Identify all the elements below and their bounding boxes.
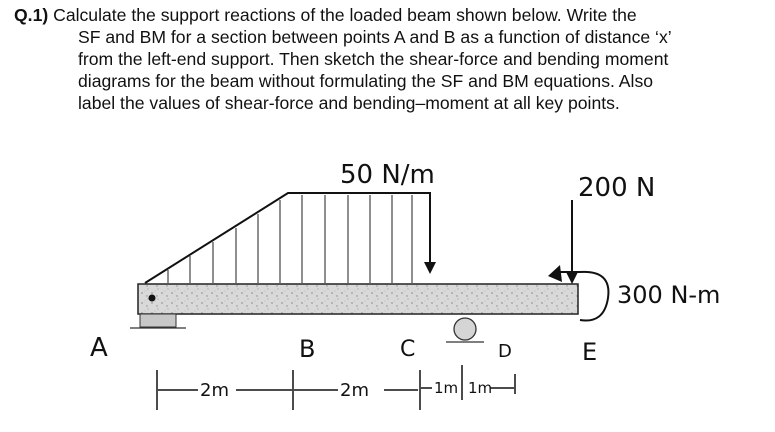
question-line-5: label the values of shear-force and bend…	[78, 93, 620, 113]
load-arrows	[167, 195, 413, 283]
point-load	[566, 200, 578, 284]
dimension-line	[156, 365, 516, 410]
point-b-label: B	[299, 335, 315, 363]
support-a	[130, 313, 186, 329]
question-line-3: from the left-end support. Then sketch t…	[78, 49, 669, 69]
question-line-1: Q.1) Calculate the support reactions of …	[14, 4, 754, 26]
question-text: Q.1) Calculate the support reactions of …	[14, 4, 754, 114]
point-e-label: E	[582, 338, 597, 366]
dimension-bc-label: 2m	[340, 380, 369, 401]
beam	[137, 283, 579, 315]
support-d	[446, 317, 484, 343]
point-load-label: 200 N	[578, 173, 655, 203]
question-text-line: Calculate the support reactions of the l…	[53, 5, 637, 25]
dimension-cd-label: 1m	[434, 379, 458, 397]
moment-arrow	[548, 265, 610, 322]
moment-label: 300 N-m	[617, 281, 720, 309]
point-a-label: A	[90, 333, 108, 363]
question-line-2: SF and BM for a section between points A…	[78, 27, 672, 47]
dimension-de-label: 1m	[468, 379, 492, 397]
point-d-label: D	[498, 341, 512, 362]
distributed-load	[144, 192, 436, 284]
distributed-load-label: 50 N/m	[340, 160, 435, 190]
point-c-label: C	[400, 337, 415, 362]
dimension-ab-label: 2m	[200, 380, 229, 401]
question-label: Q.1)	[14, 5, 49, 25]
question-line-4: diagrams for the beam without formulatin…	[78, 71, 654, 91]
beam-end-dot	[148, 294, 156, 302]
